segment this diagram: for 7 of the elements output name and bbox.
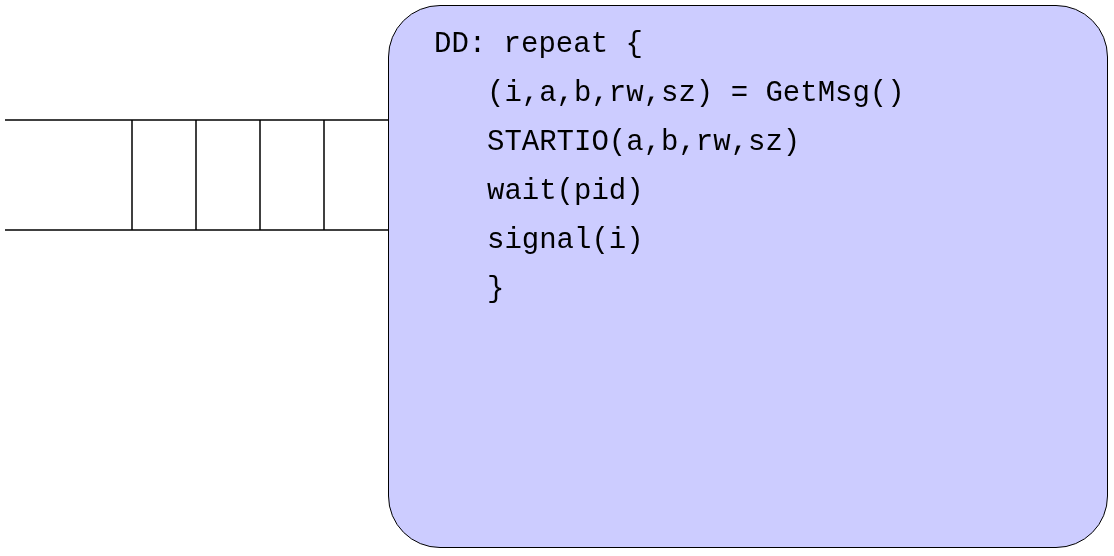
process-box bbox=[388, 5, 1108, 548]
code-line: } bbox=[487, 273, 505, 307]
code-line: wait(pid) bbox=[487, 175, 644, 209]
code-line: signal(i) bbox=[487, 224, 644, 258]
code-line: DD: repeat { bbox=[434, 28, 643, 62]
code-line: (i,a,b,rw,sz) = GetMsg() bbox=[487, 77, 905, 111]
code-line: STARTIO(a,b,rw,sz) bbox=[487, 126, 801, 160]
